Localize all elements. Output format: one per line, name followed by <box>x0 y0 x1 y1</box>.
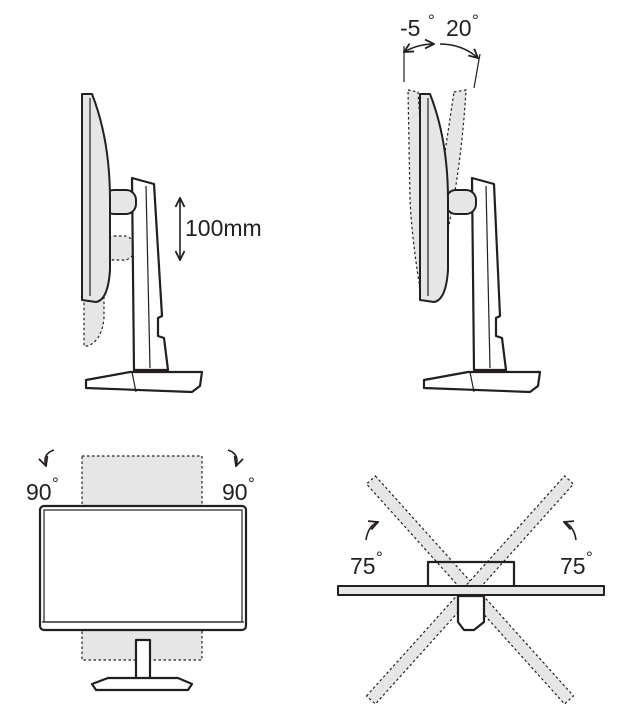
stand-column <box>130 176 170 372</box>
degree-symbol: ° <box>472 11 479 30</box>
tilt-back-label: 20 <box>446 15 472 41</box>
swivel-adjust-panel: 75 ° 75 ° <box>337 475 605 705</box>
monitor-side-view <box>419 93 449 303</box>
height-label: 100mm <box>185 215 262 241</box>
stand-column-top-view <box>456 594 486 632</box>
tilt-adjust-panel: -5 ° 20 ° <box>400 11 542 394</box>
pivot-left-label: 90 <box>26 479 52 505</box>
tilt-forward-arrow <box>404 44 434 52</box>
stand-base <box>90 676 194 692</box>
tilt-back-arrow <box>439 43 478 58</box>
stand-base <box>84 370 204 394</box>
degree-symbol: ° <box>248 474 255 493</box>
hinge-lowered-ghost <box>103 235 135 261</box>
monitor-side-view <box>81 93 111 303</box>
degree-symbol: ° <box>428 11 435 30</box>
swivel-right-arrow <box>564 522 577 541</box>
height-adjust-panel: 100mm <box>81 93 262 394</box>
swivel-left-label: 75 <box>350 553 376 579</box>
stand-base-top-view <box>426 560 516 590</box>
monitor-front <box>38 504 248 632</box>
tilt-forward-label: -5 <box>400 15 420 41</box>
degree-symbol: ° <box>376 548 383 567</box>
degree-symbol: ° <box>586 548 593 567</box>
hinge <box>445 189 477 215</box>
swivel-left-arrow <box>365 522 378 541</box>
pivot-adjust-panel: 90 ° 90 ° <box>26 449 255 692</box>
swivel-right-label: 75 <box>560 553 586 579</box>
pivot-left-arrow <box>45 449 55 466</box>
stand-column <box>470 176 508 372</box>
pivot-right-arrow <box>227 449 237 466</box>
pivot-right-label: 90 <box>222 479 248 505</box>
stand-base <box>422 370 542 394</box>
monitor-top-view <box>337 585 605 596</box>
degree-symbol: ° <box>52 474 59 493</box>
